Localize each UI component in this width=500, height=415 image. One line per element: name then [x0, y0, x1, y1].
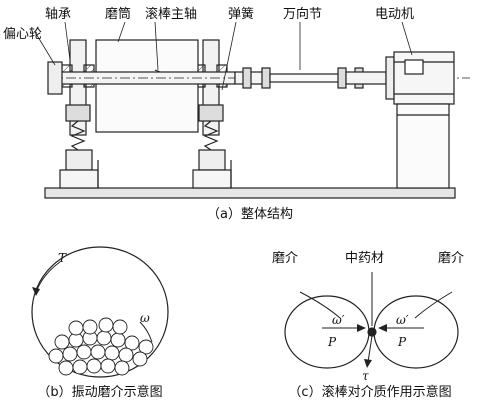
base-plate: [44, 187, 456, 199]
motor: [385, 51, 455, 189]
leader-lines: [34, 21, 413, 91]
vibration-media-diagram: [31, 246, 169, 378]
label-grinding-media-left: 磨介: [272, 251, 298, 266]
left-spring: [70, 120, 86, 151]
caption-a: （a）整体结构: [207, 207, 293, 222]
label-eccentric-wheel: 偏心轮: [3, 27, 42, 42]
label-motor: 电动机: [375, 7, 414, 22]
caption-b: （b）振动磨介示意图: [37, 384, 162, 400]
symbol-tau: τ: [362, 369, 369, 383]
right-roller: [373, 295, 459, 369]
right-spring: [203, 120, 219, 151]
symbol-omega-prime-left: ω′: [332, 313, 345, 327]
label-grinding-cylinder: 磨筒: [105, 6, 131, 22]
right-frame: [192, 39, 232, 189]
eccentric-wheel: [47, 61, 63, 95]
label-bearing: 轴承: [45, 7, 71, 22]
grinding-balls: [48, 317, 154, 376]
symbol-P-right: P: [397, 335, 407, 349]
universal-joint: [234, 67, 387, 89]
overall-structure-diagram: [34, 21, 470, 199]
grinding-cylinder-section: [31, 246, 169, 378]
label-spring: 弹簧: [228, 6, 254, 22]
herbal-particle: [367, 327, 377, 337]
left-roller: [284, 295, 370, 369]
roller-action-diagram: [284, 272, 459, 369]
symbol-T: T: [58, 251, 67, 265]
symbol-P-left: P: [327, 335, 337, 349]
rotation-arrow: [35, 261, 61, 293]
symbol-omega: ω: [140, 311, 150, 325]
label-universal-joint: 万向节: [283, 6, 322, 22]
grinding-cylinder: [95, 39, 199, 133]
label-roller-shaft: 滚棒主轴: [145, 6, 197, 22]
symbol-omega-prime-right: ω′: [396, 313, 409, 327]
caption-c: （c）滚棒对介质作用示意图: [288, 384, 451, 400]
label-herbal-material: 中药材: [345, 251, 384, 266]
label-grinding-media-right: 磨介: [438, 251, 464, 266]
left-frame: [59, 39, 99, 189]
